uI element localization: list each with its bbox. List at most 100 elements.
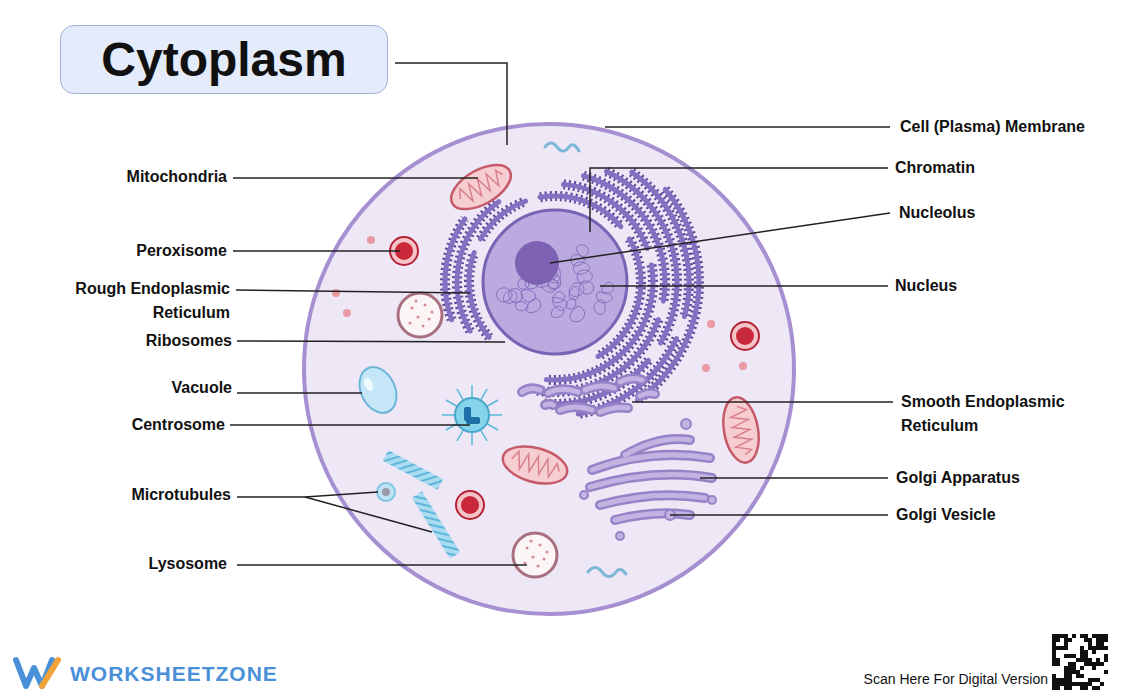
part-label: Nucleolus [899,203,975,223]
lysosome-shape [424,304,427,307]
qr-code [1068,670,1072,674]
chromatin-shape [548,280,561,290]
centrosome-shape [487,424,498,431]
qr-code [1072,670,1076,674]
smooth-er [640,393,655,396]
qr-code [1092,662,1096,666]
qr-code [1092,650,1096,654]
qr-code [1052,682,1056,686]
smooth-er [560,407,592,410]
qr-code [1060,682,1064,686]
qr-code [1084,650,1088,654]
centrosome-shape [446,400,457,407]
chromatin-shape [553,292,565,303]
qr-code [1060,646,1064,650]
leader-lines [632,401,893,403]
qr-code [1072,666,1076,670]
cell-membrane [304,124,794,614]
leader-lines [700,477,888,479]
qr-code [1072,682,1076,686]
qr-code [1064,682,1068,686]
leader-lines [550,213,890,263]
lysosome-shape [513,533,557,577]
logo-text: WORKSHEETZONE [70,662,278,686]
qr-code [1064,642,1068,646]
qr-code [1064,646,1068,650]
microtubule-shape [383,450,443,490]
mitochondria-shape [456,167,507,206]
qr-code [1068,674,1072,678]
smooth-er [545,404,553,405]
qr-code [1088,662,1092,666]
leader-lines [236,290,470,293]
qr-code [1056,658,1060,662]
qr-code [1096,638,1100,642]
centrosome-shape [457,389,464,400]
qr-code [1084,682,1088,686]
chromatin-shape [577,270,592,283]
lysosome-shape [428,318,431,321]
leader-lines [233,177,478,179]
golgi-shape [681,419,691,429]
qr-code [1100,638,1104,642]
leader-lines [395,63,507,145]
qr-code [1104,638,1108,642]
qr-code [1096,686,1100,690]
qr-code [1068,654,1072,658]
qr-code [1052,642,1056,646]
qr-code [1056,638,1060,642]
qr-code [1056,634,1060,638]
chromatin-shape [602,282,614,293]
qr-code [1088,638,1092,642]
qr-code [1080,682,1084,686]
qr-code [1076,658,1080,662]
part-label: Lysosome [148,554,227,574]
centrosome-shape [481,389,488,400]
cytoskeleton-squiggle [588,568,626,577]
qr-code [1104,658,1108,662]
qr-code [1088,642,1092,646]
logo-mark [42,660,58,686]
qr-code [1100,662,1104,666]
chromatin-shape [576,245,588,257]
centrosome-shape [471,385,473,398]
centrosome-shape [471,432,473,445]
lysosome-shape [398,293,442,337]
centrosome-shape [487,400,498,407]
title-text: Cytoplasm [101,32,346,88]
chromatin-shape [551,306,564,317]
mitochondria-shape [444,156,764,490]
vacuole-shape [352,361,403,419]
microtubule-shape [382,488,390,496]
golgi-shape [592,455,710,470]
leader-lines [600,285,888,287]
qr-code [1068,678,1072,682]
mitochondria-shape [499,440,572,490]
qr-code [1080,686,1084,690]
lysosome-shape [513,533,557,577]
qr-code [1092,646,1096,650]
small-vesicle [367,236,375,244]
smooth-er [522,388,540,392]
leader-lines [590,168,888,232]
lysosome-shape [398,293,557,577]
leader-lines [230,63,893,565]
peroxisome-shape [456,491,484,519]
part-label: Ribosomes [146,331,232,351]
qr-code [1092,634,1096,638]
mitochondria-shape [729,405,754,456]
qr-code [1068,686,1072,690]
lysosome-shape [526,547,529,550]
qr-code [1096,658,1100,662]
qr-code [1068,638,1072,642]
qr-code [1064,686,1068,690]
smooth-er [560,407,592,410]
part-label: Nucleus [895,276,957,296]
qr-code [1052,646,1056,650]
qr-code [1092,686,1096,690]
title-box: Cytoplasm [60,25,388,94]
qr-code [1084,658,1088,662]
qr-code [1056,678,1060,682]
qr-code [1052,638,1056,642]
